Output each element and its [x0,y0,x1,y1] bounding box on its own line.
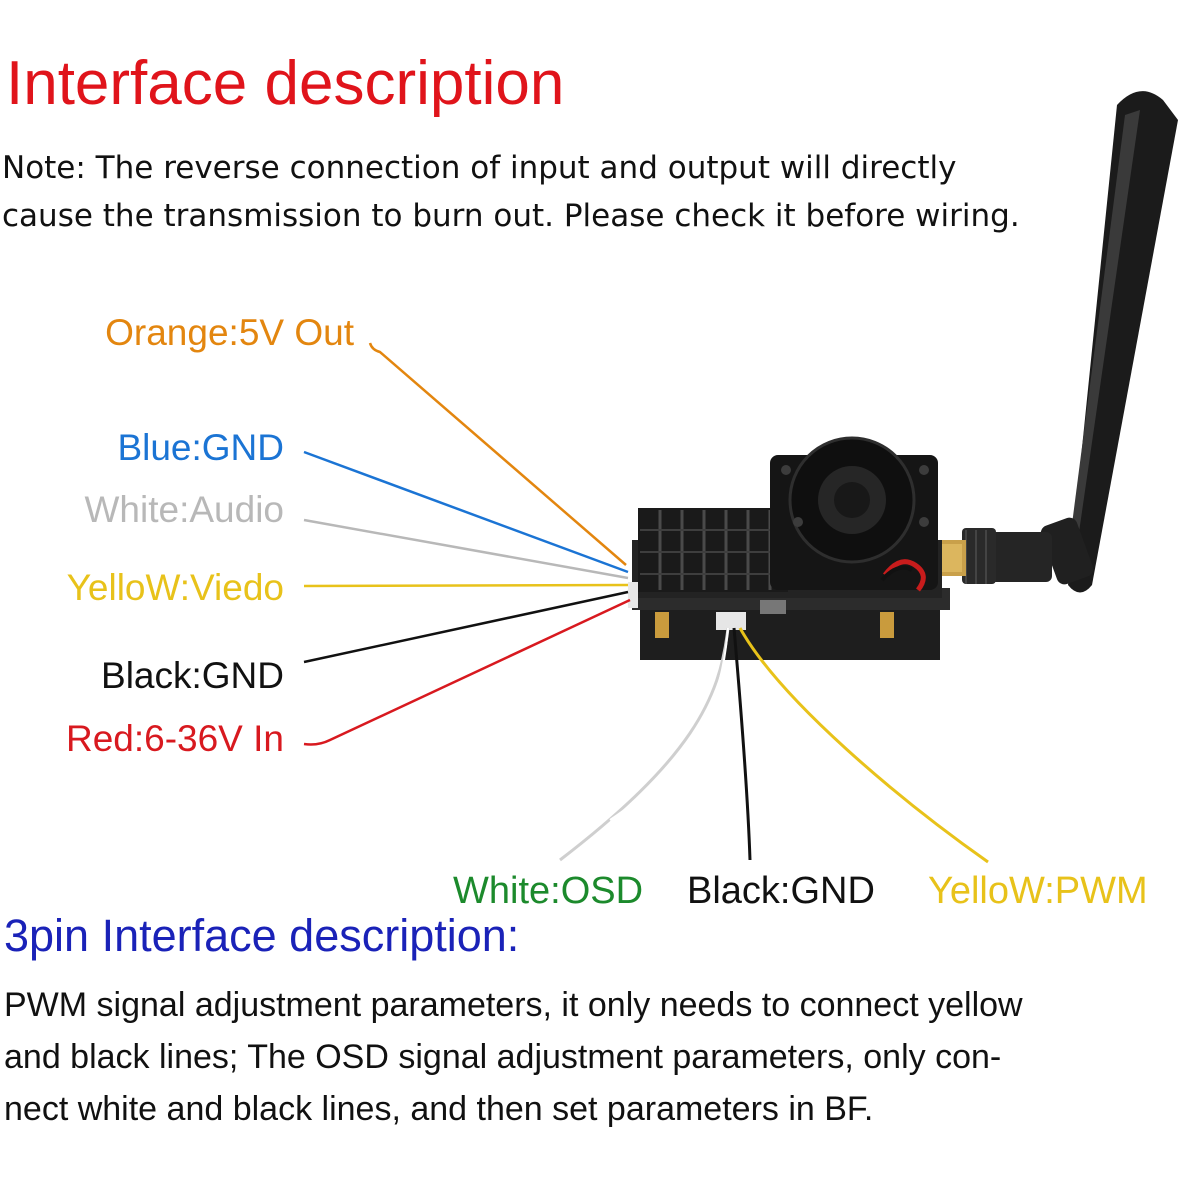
three-pin-wires [559,627,989,864]
section-text-line-3: nect white and black lines, and then set… [4,1090,874,1128]
wire-label-black: Black:GND [101,655,284,696]
cooling-fan [770,436,938,590]
antenna [936,91,1178,593]
pin-label-yellow: YelloW:PWM [928,870,1148,912]
transmitter-module [628,436,950,660]
section-text-line-2: and black lines; The OSD signal adjustme… [4,1038,1002,1076]
wire-label-blue: Blue:GND [117,427,284,468]
warning-note-line-2: cause the transmission to burn out. Plea… [2,198,1020,234]
heatsink [638,508,788,592]
warning-note-line-1: Note: The reverse connection of input an… [2,150,957,186]
page-title: Interface description [6,49,565,118]
pin-label-white: White:OSD [453,870,644,912]
wire-label-orange: Orange:5V Out [105,312,354,353]
wire-leader-lines [303,342,631,746]
wire-label-red: Red:6-36V In [65,718,284,759]
wire-label-yellow: YelloW:Viedo [66,567,284,608]
section-text-line-1: PWM signal adjustment parameters, it onl… [4,986,1023,1024]
pin-label-black: Black:GND [687,870,875,912]
section-title: 3pin Interface description: [4,910,520,961]
wire-label-white: White:Audio [84,489,285,530]
